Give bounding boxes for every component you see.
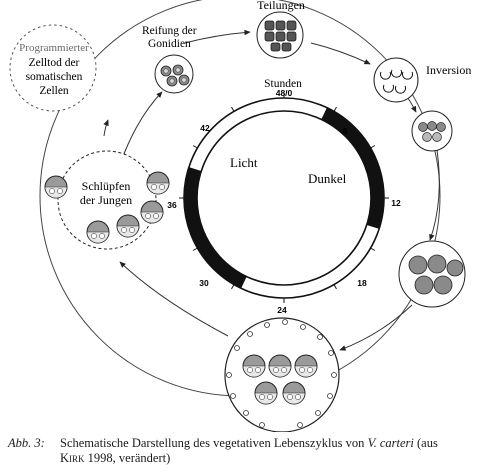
inversion-stage-spheroid	[373, 57, 419, 103]
hour-label-6: 6	[343, 126, 348, 136]
dunkel-label: Dunkel	[308, 171, 347, 186]
zelltod-label-line3: somatischen	[26, 71, 83, 83]
caption-author: Kirk	[60, 451, 85, 465]
hour-label-12: 12	[391, 198, 401, 208]
zelltod-label-line4: Zellen	[39, 85, 69, 97]
caption-text: Schematische Darstellung des vegetativen…	[60, 436, 480, 466]
caption-text-end: 1998, verändert)	[84, 451, 171, 465]
mature-stage-spheroid	[224, 317, 340, 433]
zelltod-label-line1: Programmierter	[19, 42, 89, 54]
hatching-stage-spheroid	[44, 150, 170, 250]
reifung-label-line1: Reifung der	[142, 25, 197, 37]
hour-label-30: 30	[199, 278, 209, 288]
teilungen-label: Teilungen	[257, 0, 305, 12]
cycle-arrow	[103, 119, 109, 137]
caption-text-after: (aus	[413, 436, 438, 450]
licht-label: Licht	[230, 155, 258, 170]
schluepfen-label-line2: der Jungen	[80, 193, 132, 207]
hour-label-42: 42	[200, 123, 210, 133]
reifung-stage-spheroid	[154, 54, 194, 94]
cycle-arrow	[310, 42, 371, 65]
growing-stage-spheroid	[398, 240, 466, 308]
hour-label-24: 24	[277, 305, 287, 315]
hour-label-18: 18	[357, 278, 367, 288]
cycle-arrow	[119, 261, 229, 337]
teilungen-stage-spheroid	[256, 11, 304, 59]
juvenile-stage-spheroid	[411, 110, 453, 152]
dark-period-1	[321, 107, 385, 229]
cycle-arrow	[339, 304, 413, 351]
cycle-arrow	[429, 149, 440, 241]
dark-period-2	[183, 167, 247, 289]
stunden-label: Stunden	[264, 78, 302, 90]
zelltod-label-line2: Zelltod der	[29, 57, 80, 69]
hour-label-36: 36	[167, 200, 177, 210]
caption-text-before: Schematische Darstellung des vegetativen…	[60, 436, 368, 450]
reifung-label-line2: Gonidien	[148, 38, 191, 50]
figure-label: Abb. 3:	[8, 436, 45, 450]
cycle-arrow	[184, 29, 251, 44]
schluepfen-label-line1: Schlüpfen	[82, 179, 131, 193]
hour-label-0: 48/0	[276, 88, 293, 98]
zelltod-stage-spheroid	[9, 24, 97, 112]
inversion-label: Inversion	[426, 63, 471, 77]
hour-ring	[179, 93, 389, 303]
caption-species: V. carteri	[367, 436, 414, 450]
